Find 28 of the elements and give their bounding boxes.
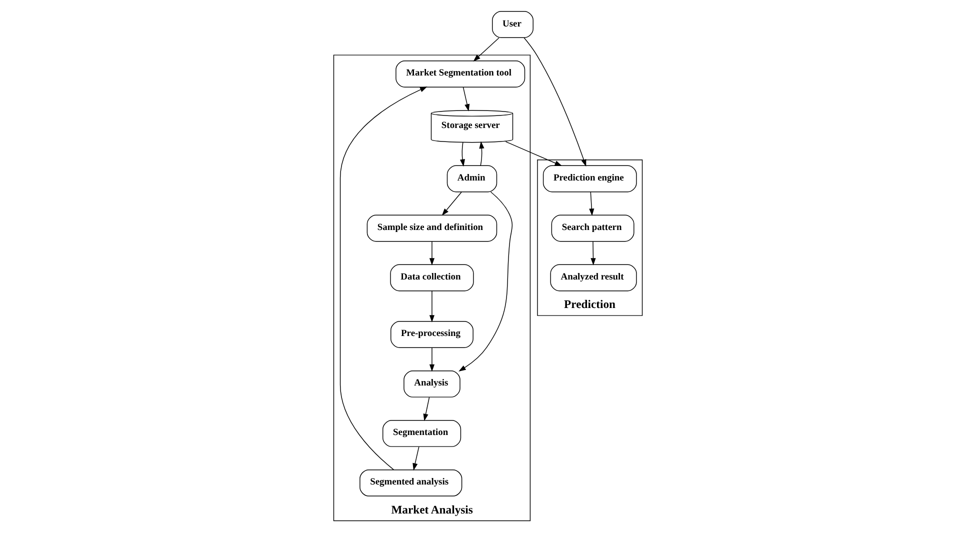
arrow [590,241,596,266]
arrow [340,86,428,470]
arrow [524,37,586,167]
node-box: Sample size and definition [366,214,498,242]
node-box: Admin [446,165,498,192]
arrow [429,290,435,322]
arrow [442,192,462,216]
node-box: Search pattern [551,214,634,242]
node-box: Analyzed result [550,264,637,292]
node-box: Pre-processing [390,321,474,348]
arrow [479,141,484,166]
node-box: User [492,11,534,38]
arrow [429,241,435,266]
arrow [412,446,420,471]
arrow [505,141,562,166]
arrow [423,396,430,422]
node-box: Market Segmentation tool [396,60,526,88]
node-box: Prediction engine [542,165,637,192]
arrow [460,142,465,167]
node-box: Segmented analysis [360,469,462,496]
node-box: Segmentation [382,420,462,447]
arrow [473,37,500,62]
arrow [458,192,513,372]
arrow [589,192,594,216]
node-box: Analysis [404,370,460,398]
node-box: Data collection [390,264,474,292]
arrow [462,86,470,112]
arrow [429,347,435,372]
